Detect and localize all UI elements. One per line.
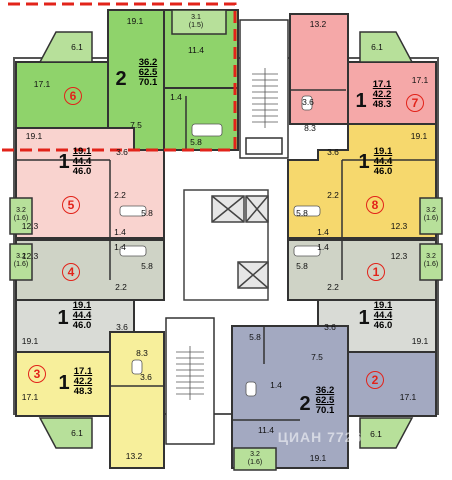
room-size: 13.2 [125, 450, 143, 461]
loggia-area: 3.2(1.6) [247, 451, 263, 466]
room-size: 7.5 [130, 119, 142, 130]
room-size: 8.3 [304, 122, 316, 133]
room-size: 2.2 [114, 189, 126, 200]
loggia-right-lower [419, 243, 443, 281]
apartment-number-badge: 2 [366, 371, 384, 389]
room-count: 1 [58, 151, 70, 173]
room-size: 8.3 [136, 347, 148, 358]
room-size: 19.1 [309, 452, 327, 463]
room-size: 11.4 [188, 44, 204, 55]
loggia-area: 3.2(1.6) [13, 253, 29, 268]
room-size: 17.1 [399, 391, 417, 402]
room-size: 12.3 [390, 250, 408, 261]
room-size: 2.2 [327, 281, 339, 292]
stair-core-bottom [165, 317, 215, 445]
room-size: 11.4 [258, 424, 274, 435]
room-count: 1 [358, 151, 370, 173]
apartment-number-badge: 6 [64, 87, 82, 105]
room-size: 19.1 [25, 130, 43, 141]
loggia-right-upper [419, 197, 443, 235]
apartment-number-badge: 4 [62, 263, 80, 281]
watermark: ЦИАН 7726 [277, 429, 363, 445]
room-size: 6.1 [71, 41, 83, 52]
room-size: 3.6 [116, 146, 128, 157]
loggia-area: 3.2(1.6) [13, 207, 29, 222]
room-size: 13.2 [309, 18, 327, 29]
room-count: 1 [57, 307, 69, 329]
apartment-number-badge: 7 [406, 94, 424, 112]
room-size: 5.8 [296, 260, 308, 271]
room-count: 1 [58, 372, 70, 394]
room-size: 3.6 [302, 96, 314, 107]
room-count: 1 [358, 307, 370, 329]
room-count: 2 [299, 393, 311, 415]
apartment-number-badge: 1 [367, 263, 385, 281]
loggia-left-lower [9, 243, 33, 281]
room-size: 1.4 [317, 241, 329, 252]
stair-core-top [239, 19, 289, 159]
room-size: 1.4 [114, 241, 126, 252]
apartment-6-fill [15, 9, 239, 151]
apartment-number-badge: 5 [62, 196, 80, 214]
apartment-number-badge: 8 [366, 196, 384, 214]
room-size: 19.1 [126, 15, 144, 26]
room-count: 1 [355, 90, 367, 112]
room-size: 3.6 [116, 321, 128, 332]
room-size: 6.1 [370, 428, 382, 439]
room-size: 1.4 [114, 226, 126, 237]
room-size: 3.6 [327, 146, 339, 157]
room-size: 19.1 [410, 130, 428, 141]
apartment-number-badge: 3 [28, 365, 46, 383]
room-size: 2.2 [327, 189, 339, 200]
room-size: 5.8 [141, 207, 153, 218]
room-size: 5.8 [141, 260, 153, 271]
loggia-area: 3.1(1.5) [188, 14, 204, 29]
corner-balconies [38, 31, 414, 449]
room-size: 3.6 [140, 371, 152, 382]
loggia-area: 3.2(1.6) [423, 253, 439, 268]
room-size: 12.3 [21, 220, 39, 231]
loggia-bottom [233, 447, 277, 471]
room-size: 17.1 [411, 74, 429, 85]
loggia-left-upper [9, 197, 33, 235]
apartment-8-fill [287, 123, 437, 239]
room-size: 1.4 [317, 226, 329, 237]
room-size: 5.8 [296, 207, 308, 218]
room-size: 2.2 [115, 281, 127, 292]
room-size: 19.1 [411, 335, 429, 346]
room-size: 12.3 [21, 250, 39, 261]
room-size: 1.4 [170, 91, 182, 102]
room-size: 5.8 [249, 331, 261, 342]
room-size: 17.1 [33, 78, 51, 89]
loggia-top [171, 9, 227, 35]
room-size: 12.3 [390, 220, 408, 231]
apartment-2-fill [231, 325, 437, 469]
room-size: 1.4 [270, 379, 282, 390]
room-size: 19.1 [21, 335, 39, 346]
room-size: 5.8 [190, 136, 202, 147]
room-count: 2 [115, 68, 127, 90]
fixtures [119, 95, 321, 397]
room-size: 7.5 [311, 351, 323, 362]
central-corridor [183, 189, 269, 301]
room-size: 17.1 [21, 391, 39, 402]
room-size: 6.1 [371, 41, 383, 52]
loggia-area: 3.2(1.6) [423, 207, 439, 222]
room-size: 3.6 [324, 321, 336, 332]
selection-outline [2, 2, 237, 152]
room-size: 6.1 [71, 427, 83, 438]
